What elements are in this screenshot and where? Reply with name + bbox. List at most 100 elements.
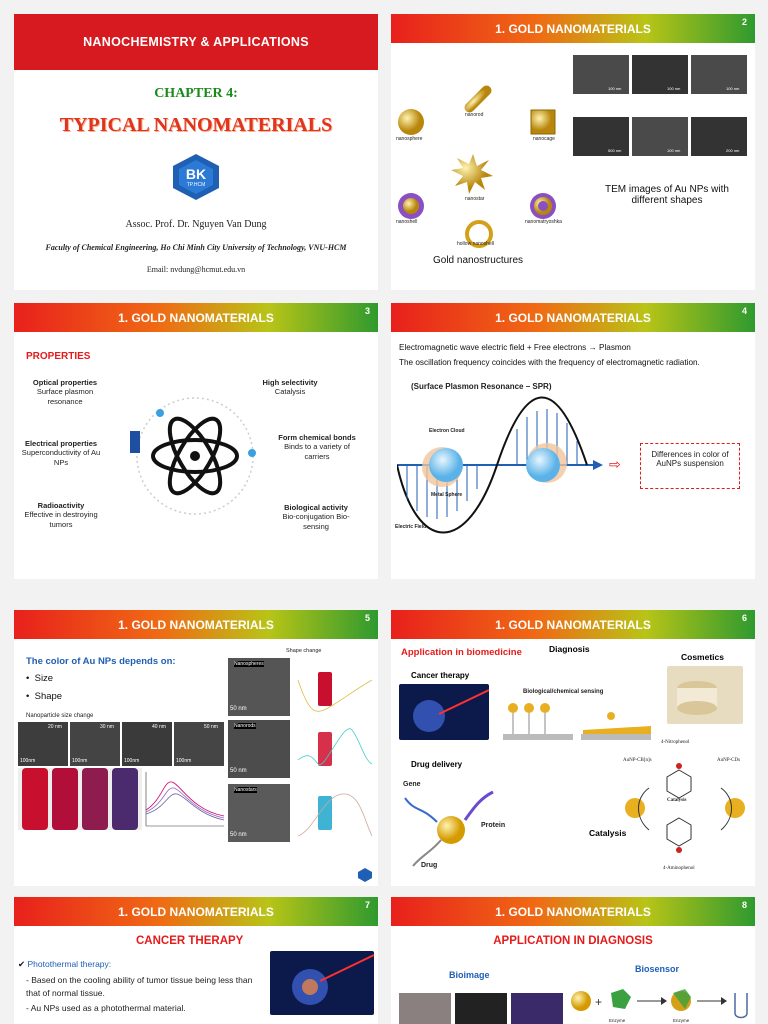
enzyme-label: Enzyme [609, 1018, 626, 1023]
scale-label: 100nm [72, 758, 88, 764]
bioimage-photo [511, 993, 563, 1024]
vial-50nm [112, 768, 138, 830]
tem-image: 20 nm 100nm [18, 722, 68, 766]
photothermal-line-2: - Au NPs used as a photothermal material… [26, 1003, 186, 1013]
tem-image: 30 nm 100nm [70, 722, 120, 766]
photothermal-line-1: - Based on the cooling ability of tumor … [26, 975, 253, 999]
diagnosis-label: Diagnosis [549, 644, 590, 654]
electric-field-label: Electric Field [395, 524, 427, 530]
size-label: 30 nm [100, 724, 114, 730]
shape-label: Nanorods [234, 723, 256, 729]
prop-desc: Surface plasmon resonance [36, 387, 94, 406]
bioimage-strip [399, 993, 565, 1024]
prop-desc: Superconductivity of Au NPs [21, 448, 101, 467]
prop-desc: Effective in destroying tumors [24, 510, 98, 529]
arrow-icon: ⇨ [609, 456, 621, 472]
atom-diagram [130, 397, 256, 515]
tem-image [572, 54, 630, 95]
slide-number: 5 [364, 613, 370, 623]
tem-image [690, 116, 748, 157]
header-text: 1. GOLD NANOMATERIALS [495, 21, 651, 36]
logo-text: BK [185, 166, 207, 182]
bullet-text: Shape [34, 691, 63, 702]
size-spectra-plot [145, 772, 225, 827]
bullet-shape: • Shape [26, 691, 63, 702]
header-text: 1. GOLD NANOMATERIALS [495, 310, 651, 325]
slide-number: 8 [741, 900, 747, 910]
tem-scale-label: 500 nm [608, 148, 622, 153]
slide-3-header: 1. GOLD NANOMATERIALS 3 [14, 303, 378, 332]
cosmetics-image [667, 666, 743, 724]
label-nanocage: nanocage [533, 136, 555, 142]
header-text: 1. GOLD NANOMATERIALS [118, 617, 274, 632]
slide-1-header: NANOCHEMISTRY & APPLICATIONS [14, 14, 378, 70]
photothermal-text: Photothermal therapy: [27, 959, 112, 969]
drug-label: Drug [421, 862, 438, 869]
plasmon-line: Electromagnetic wave electric field + Fr… [399, 343, 631, 352]
svg-text:+: + [595, 995, 602, 1009]
diagnosis-title: APPLICATION IN DIAGNOSIS [493, 935, 653, 947]
slide-4: 1. GOLD NANOMATERIALS 4 Electromagnetic w… [391, 303, 755, 579]
tem-scale-label: 100 nm [608, 86, 622, 91]
vial-40nm [82, 768, 108, 830]
gold-nanostructures-figure [398, 85, 556, 248]
slide-number: 3 [364, 306, 370, 316]
metal-sphere-label: Metal Sphere [431, 492, 463, 498]
label-nanomatryoshka: nanomatryoshka [525, 219, 562, 225]
bioimage-photo [399, 993, 451, 1024]
slide-5: 1. GOLD NANOMATERIALS 5 The color of Au N… [14, 610, 378, 886]
scale-label: 50 nm [230, 832, 247, 838]
protein-label: Protein [481, 822, 506, 829]
header-text: 1. GOLD NANOMATERIALS [118, 310, 274, 325]
tem-image [631, 116, 689, 157]
catalysis-mid-label: Catalysis [667, 798, 687, 803]
prop-title: Radioactivity [37, 501, 85, 510]
biomedicine-heading: Application in biomedicine [401, 647, 522, 658]
biosensor-label: Biosensor [635, 964, 680, 974]
size-label: 40 nm [152, 724, 166, 730]
prop-title: Form chemical bonds [278, 433, 356, 442]
slide-8-header: 1. GOLD NANOMATERIALS 8 [391, 897, 755, 926]
prop-optical: Optical properties Surface plasmon reson… [20, 378, 110, 406]
header-text: 1. GOLD NANOMATERIALS [495, 904, 651, 919]
label-nanoshell: nanoshell [396, 219, 418, 225]
cancer-therapy-image [399, 684, 490, 740]
spr-wave-diagram [397, 396, 603, 534]
tem-scale-label: 200 nm [726, 148, 740, 153]
slide-3: 1. GOLD NANOMATERIALS 3 PROPERTIES Optica… [14, 303, 378, 579]
size-change-label: Nanoparticle size change [26, 713, 94, 719]
bioimage-photo [455, 993, 507, 1024]
tem-image [572, 116, 630, 157]
cosmetics-label: Cosmetics [681, 652, 724, 662]
scale-label: 100nm [176, 758, 192, 764]
prop-title: High selectivity [262, 378, 318, 387]
size-vials [18, 768, 142, 830]
tem-scale-label: 100 nm [667, 148, 681, 153]
chapter-title: TYPICAL NANOMATERIALS [59, 114, 333, 136]
check-icon: ✔ [18, 959, 26, 969]
slide-1: NANOCHEMISTRY & APPLICATIONS CHAPTER 4: … [14, 14, 378, 290]
prop-title: Optical properties [32, 378, 98, 387]
oscillation-line: The oscillation frequency coincides with… [399, 358, 700, 367]
bullet-size: • Size [26, 673, 54, 684]
gene-label: Gene [403, 781, 421, 788]
color-depends-heading: The color of Au NPs depends on: [26, 656, 176, 667]
size-label: 20 nm [48, 724, 62, 730]
section-properties: PROPERTIES [26, 351, 91, 362]
affiliation: Faculty of Chemical Engineering, Ho Chi … [45, 243, 347, 252]
prop-biological: Biological activity Bio-conjugation Bio-… [276, 503, 356, 531]
prop-chemical-bonds: Form chemical bonds Binds to a variety o… [272, 433, 362, 461]
slide-number: 2 [741, 17, 747, 27]
slide-number: 4 [741, 306, 747, 316]
vial-20nm [22, 768, 48, 830]
drug-delivery-label: Drug delivery [411, 760, 463, 769]
label-nanorod: nanorod [465, 112, 484, 118]
scale-label: 100nm [20, 758, 36, 764]
shape-change-label: Shape change [286, 648, 322, 654]
